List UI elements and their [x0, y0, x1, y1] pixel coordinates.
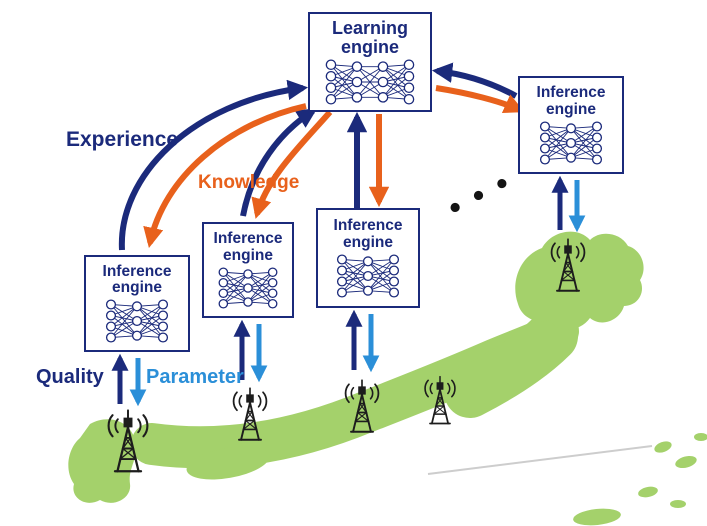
inference-engine-node-left: Inference engine: [84, 255, 190, 352]
knowledge-arrow-left: [143, 103, 307, 248]
inference-engine-title-line2: engine: [546, 100, 596, 118]
neural-network-icon: [336, 254, 400, 298]
inference-engine-title: Inference engine: [536, 84, 606, 118]
inference-engine-title-line1: Inference: [333, 217, 403, 235]
neural-network-icon: [218, 267, 278, 309]
experience-label: Experience: [66, 128, 179, 151]
inference-engine-node-right: Inference engine: [518, 76, 624, 174]
neural-network-icon: [325, 59, 415, 105]
hokkaido-island: [515, 231, 644, 330]
cell-tower-icon: [340, 378, 384, 436]
honshu-northeast: [444, 310, 578, 418]
inference-engine-title: Inference engine: [102, 262, 172, 297]
knowledge-label: Knowledge: [198, 172, 300, 193]
inference-engine-title: Inference engine: [213, 230, 283, 264]
cell-tower-icon: [420, 374, 460, 428]
experience-arrow-right: [431, 62, 518, 99]
parameter-label: Parameter: [146, 366, 244, 388]
cell-tower-icon: [228, 386, 272, 444]
learning-engine-node: Learning engine: [308, 12, 432, 112]
learning-engine-title-line1: Learning: [331, 17, 408, 38]
kyushu-island: [68, 419, 136, 503]
cell-tower-icon: [546, 236, 590, 296]
inference-engine-title-line2: engine: [112, 279, 162, 296]
neural-network-icon: [105, 299, 169, 343]
knowledge-arrow-midleft: [251, 110, 333, 219]
inference-engine-title-line2: engine: [343, 233, 393, 251]
learning-engine-title: Learning engine: [331, 17, 408, 57]
knowledge-arrow-right: [435, 85, 525, 114]
inference-engine-title-line1: Inference: [102, 262, 172, 280]
inference-engine-title-line2: engine: [223, 246, 273, 264]
inference-engine-title-line1: Inference: [536, 84, 606, 102]
experience-arrow-midleft: [240, 108, 318, 217]
experience-arrow-left: [118, 79, 309, 251]
neural-network-icon: [539, 121, 603, 165]
shikoku-island: [186, 446, 270, 480]
learning-engine-title-line2: engine: [340, 36, 399, 57]
inference-engine-node-midright: Inference engine: [316, 208, 420, 308]
quality-label: Quality: [36, 366, 104, 388]
inference-engine-title-line1: Inference: [213, 230, 283, 248]
small-islands: [573, 433, 707, 526]
map-guide-line: [427, 445, 653, 475]
cell-tower-icon: [102, 406, 154, 478]
inference-engine-title: Inference engine: [333, 217, 403, 251]
inference-engine-node-midleft: Inference engine: [202, 222, 294, 318]
